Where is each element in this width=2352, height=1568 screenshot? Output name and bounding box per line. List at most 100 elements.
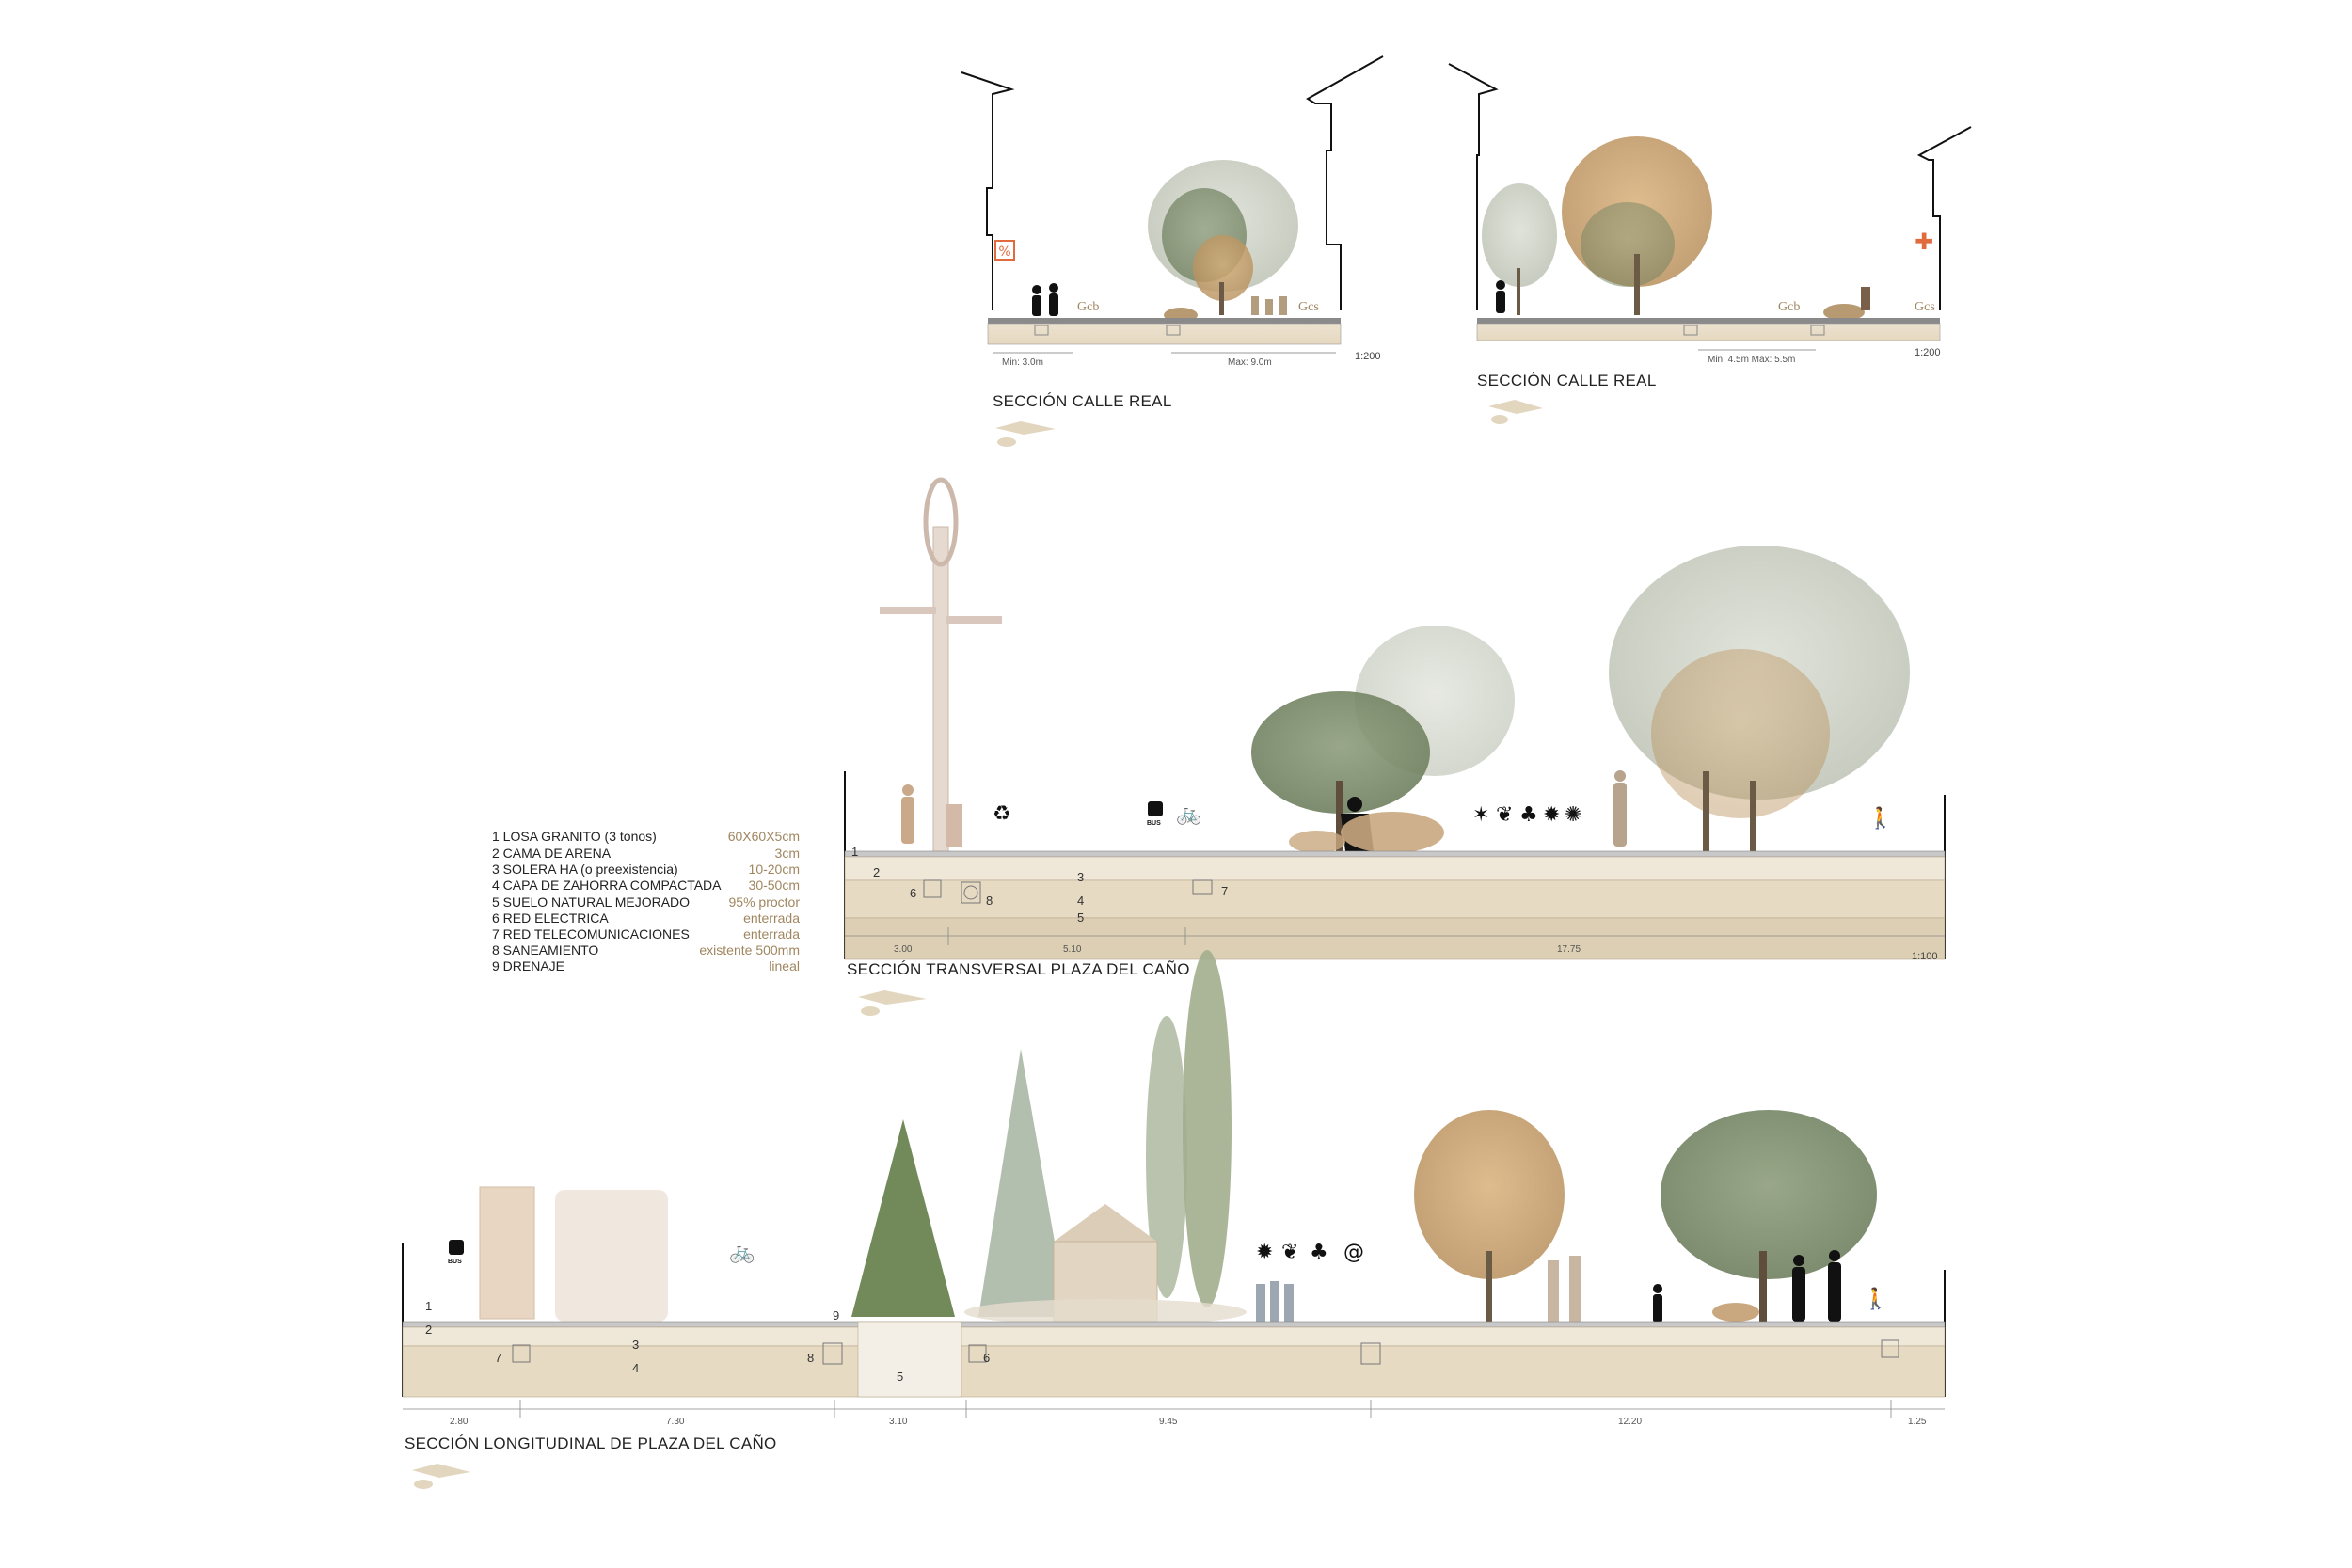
dim-value: 9.45 [1159,1417,1178,1427]
legend-value: 60X60X5cm [728,829,800,844]
tree-conifer-1 [851,1119,955,1317]
north-arrow-icon [858,990,927,1016]
tree-green-oak [1251,691,1430,814]
north-arrow-icon [412,1464,470,1489]
layer-num: 2 [425,1323,432,1337]
people-group [1256,1281,1294,1322]
person-walking [1613,770,1627,847]
gcs-label: Gcs [1298,300,1319,314]
paving-layer [402,1321,1946,1328]
legend-label: 7 RED TELECOMUNICACIONES [492,927,690,942]
bus-vehicle [555,1190,668,1322]
building-left-outline [1448,63,1499,310]
blind-pedestrian-icon: 🚶 [1867,806,1893,831]
dim-value: 1.25 [1908,1417,1927,1427]
section-title: SECCIÓN LONGITUDINAL DE PLAZA DEL CAÑO [405,1434,777,1452]
bus-icon [1148,801,1163,816]
tree-trunk [1759,1251,1767,1322]
utility-electric-icon [1881,1339,1899,1358]
svg-text:❦: ❦ [1496,803,1513,827]
utility-telecom-icon [512,1344,531,1363]
wind-turbine-lamp [880,477,1002,862]
scale-label: 1:200 [1915,347,1941,358]
section-calle-real-2: ✚ Gcb Gcs Min: 4.5m Max: 5.5m 1:200 SECC… [1448,63,1972,424]
layer-num: 3 [1077,870,1084,884]
activity-icons: ✹ ❦ ♣ [1256,1241,1328,1264]
legend-value: existente 500mm [699,942,800,958]
legend-value: 30-50cm [749,878,800,893]
ground-section [1476,323,1941,341]
legend-label: 9 DRENAJE [492,958,564,974]
dim-min: Min: 3.0m [1002,357,1043,368]
utility-sewer-icon [1360,1342,1381,1365]
svg-text:✹: ✹ [1543,803,1560,827]
layer-num: 8 [986,894,993,908]
dim-max: Max: 9.0m [1228,357,1272,368]
tree-autumn-mid [1651,649,1830,818]
dim-3: 3.00 [894,944,913,955]
tree-conifer-2 [978,1049,1068,1317]
layer-natural-gap [857,1321,962,1398]
legend-value: 95% proctor [729,895,801,910]
layer-num: 2 [873,865,880,879]
bus-icon-label: BUS [448,1259,462,1265]
dim-min-max: Min: 4.5m Max: 5.5m [1708,355,1795,365]
tree-cypress-2 [1183,950,1232,1307]
svg-text:✶: ✶ [1472,803,1489,827]
section-calle-real-1: % Gcb Gcs Min: 3.0m Max: 9.0m 1:200 SECC… [961,55,1384,447]
tree-trunk [1336,781,1343,851]
layer-num: 7 [495,1351,501,1365]
dim-value: 2.80 [450,1417,469,1427]
building-right-outline [1306,55,1384,310]
svg-text:♣: ♣ [1310,1241,1328,1264]
bus-icon [449,1240,464,1255]
bus-shelter [479,1186,535,1320]
utility-box [1166,325,1181,336]
utility-telecom-icon [1192,879,1213,895]
fountain-structure [964,1204,1247,1325]
legend-label: 6 RED ELECTRICA [492,911,609,926]
scale-label: 1:200 [1355,351,1381,362]
activity-icons: ✶ ❦ ♣ ✹ ✺ [1472,803,1581,827]
rock [1341,812,1444,853]
tree-autumn [1414,1110,1565,1279]
person-standing [901,784,914,844]
section-title: SECCIÓN CALLE REAL [993,392,1172,410]
bus-icon-label: BUS [1147,820,1161,827]
legend-label: 8 SANEAMIENTO [492,942,598,958]
layer-natural [844,917,1946,960]
svg-text:❦: ❦ [1281,1241,1298,1264]
pavement-top [988,318,1341,324]
tree-cypress-1 [1146,1016,1187,1298]
legend-value: lineal [769,958,800,974]
paving-layer [844,850,1946,858]
pharmacy-sign-icon [994,240,1015,261]
pharmacy-sign-glyph: % [998,245,1010,260]
bicycle-icon: 🚲 [1176,802,1201,826]
tree-green-oak [1661,1110,1877,1279]
tree-trunk [1486,1251,1492,1322]
dim-value: 7.30 [666,1417,685,1427]
legend-label: 3 SOLERA HA (o preexistencia) [492,862,678,877]
utility-electric-icon [968,1344,987,1363]
utility-sewer-icon [822,1342,843,1365]
layer-zahorra [402,1345,1946,1398]
gcs-label: Gcs [1915,300,1935,314]
utility-electric-icon [923,879,942,898]
section-transversal: ♻ BUS 🚲 ✶ ❦ ♣ ✹ ✺ 🚶 1 2 3 4 5 6 7 8 [844,477,1946,1016]
gcb-label: Gcb [1077,300,1099,314]
tree-trunk [1703,771,1709,851]
tree-autumn-small [1193,235,1253,301]
tree-green-small [1581,202,1675,287]
bicycle-icon: 🚲 [729,1241,755,1264]
layer-num: 5 [897,1370,903,1384]
legend-value: enterrada [743,927,800,942]
utility-box [1683,325,1698,336]
pharmacy-cross-icon: ✚ [1915,229,1933,255]
materials-legend: 1 LOSA GRANITO (3 tonos) 60X60X5cm 2 CAM… [492,829,800,974]
layer-num: 7 [1221,884,1228,898]
utility-box [1034,325,1049,336]
legend-label: 2 CAMA DE ARENA [492,846,612,861]
section-title: SECCIÓN CALLE REAL [1477,372,1657,389]
